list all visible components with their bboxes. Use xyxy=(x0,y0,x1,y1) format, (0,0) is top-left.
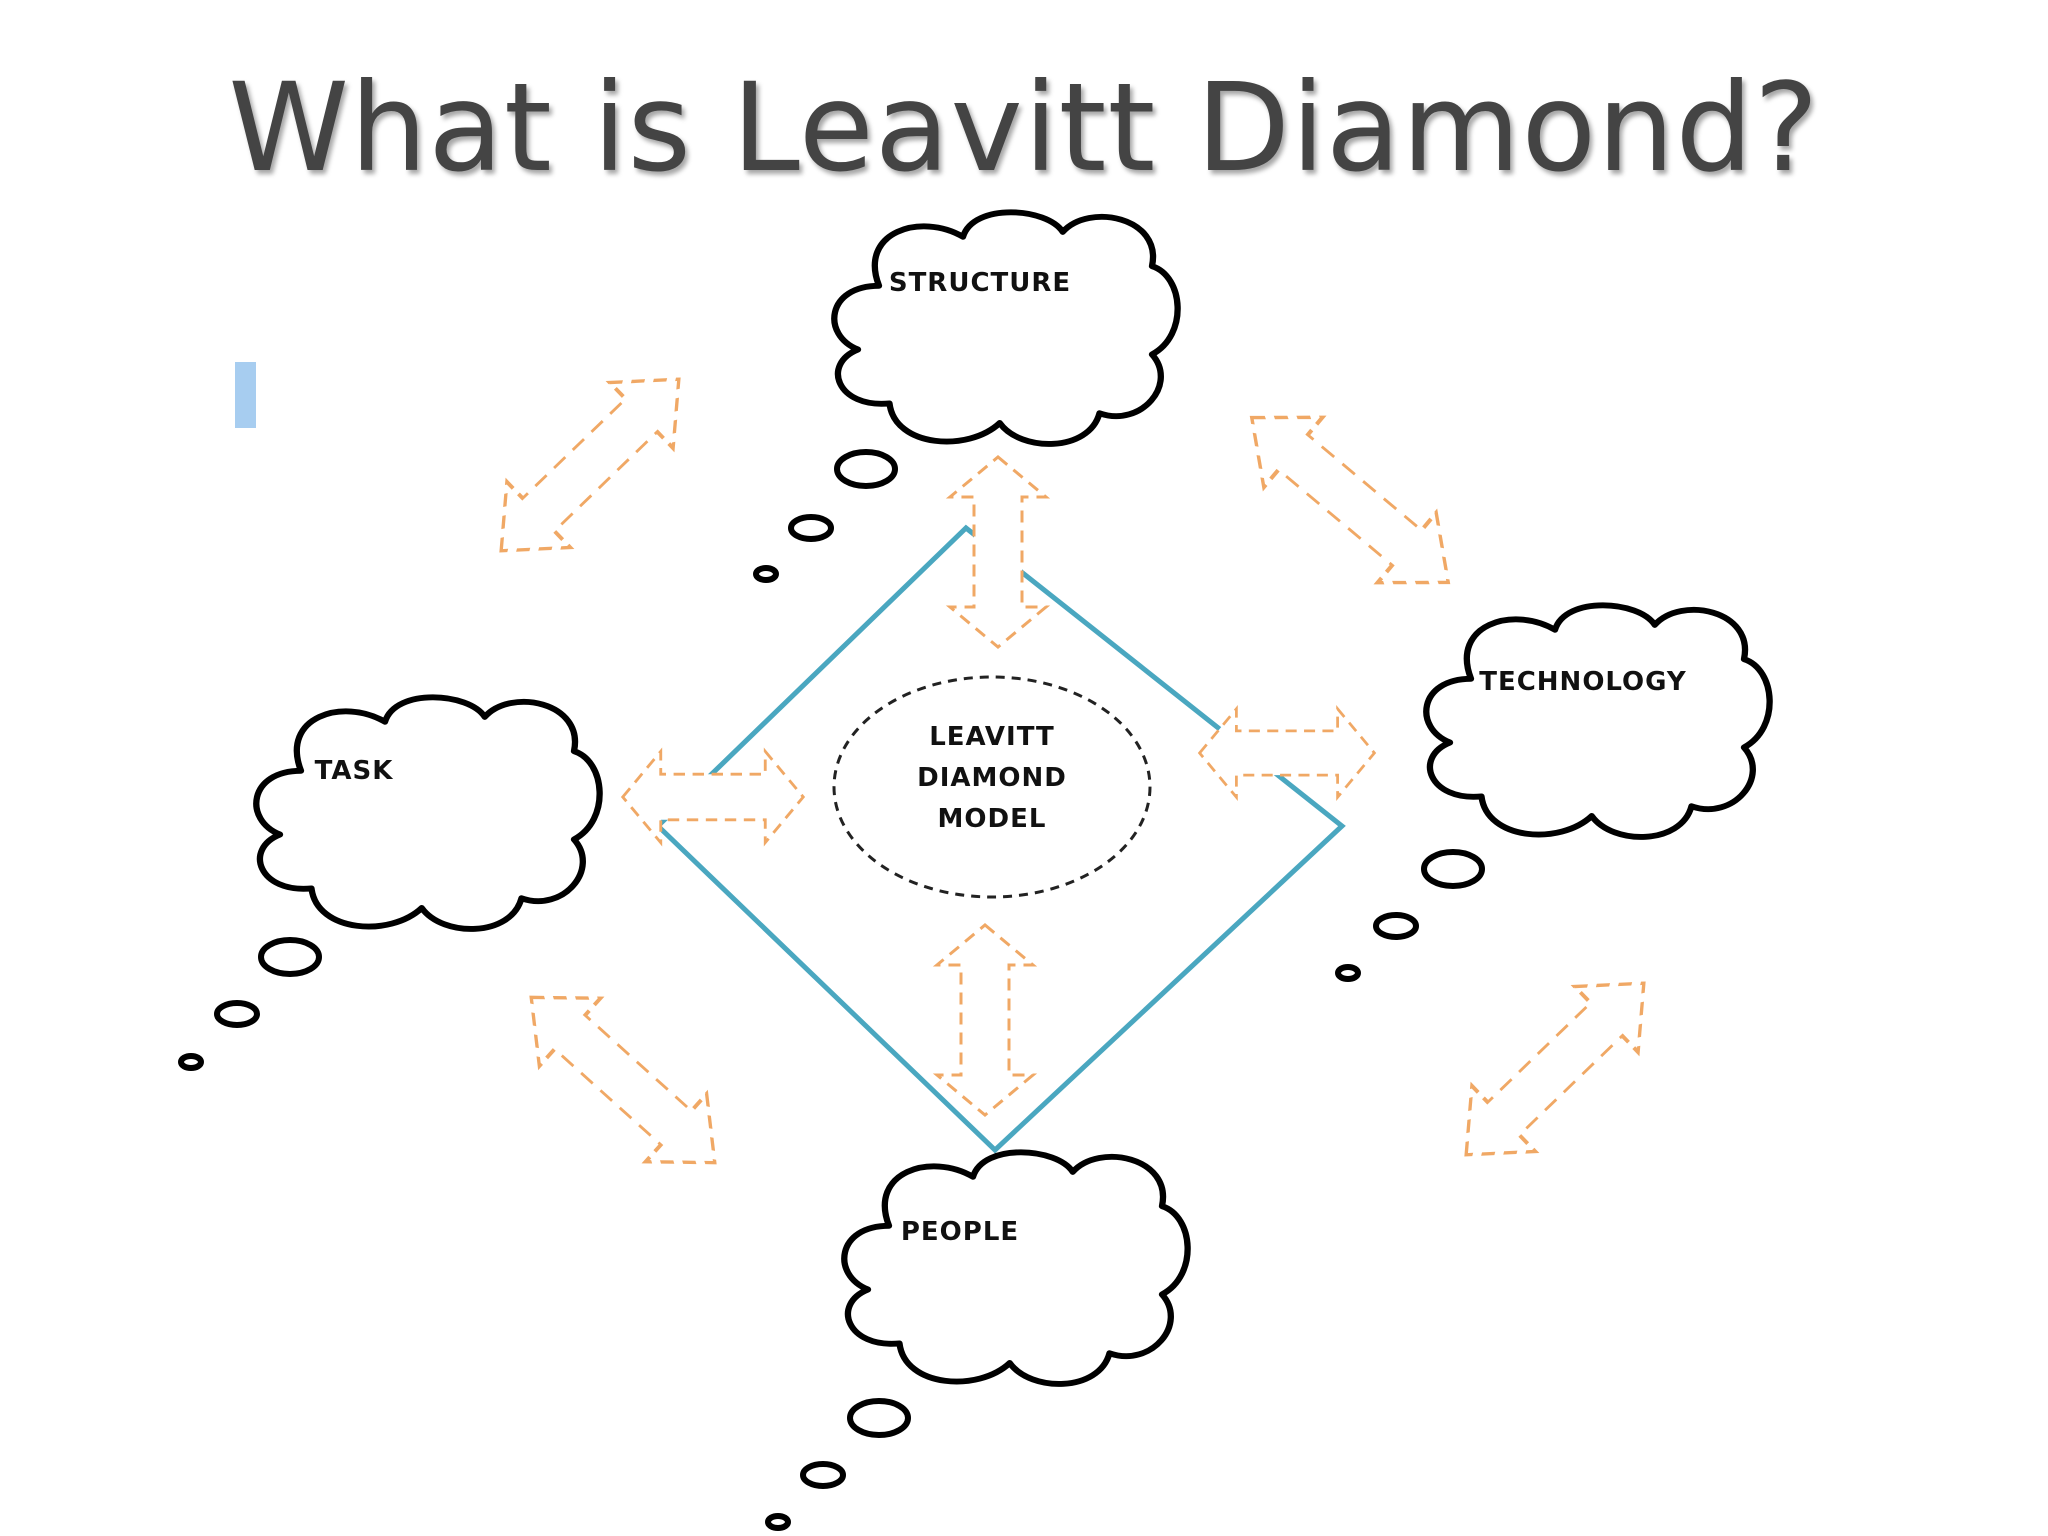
thought-bubble-task-1 xyxy=(258,937,322,977)
bullet-marker xyxy=(235,362,256,428)
thought-bubble-technology-1 xyxy=(1421,849,1485,889)
label-task: TASK xyxy=(315,756,394,786)
thought-bubble-people-2 xyxy=(800,1461,846,1489)
thought-bubble-structure-1 xyxy=(834,449,898,489)
diamond-outline xyxy=(654,524,1346,1154)
cloud-people xyxy=(844,1152,1187,1384)
thought-bubble-task-2 xyxy=(214,1000,260,1028)
cloud-task xyxy=(256,697,599,929)
arrow-task-center xyxy=(621,749,805,845)
arrow-diagonal-bottom-right xyxy=(1432,948,1678,1190)
thought-bubble-structure-2 xyxy=(788,514,834,542)
thought-bubble-people-3 xyxy=(765,1513,791,1531)
center-label-line-1: LEAVITT xyxy=(929,722,1055,752)
thought-bubble-technology-3 xyxy=(1335,964,1361,982)
label-structure: STRUCTURE xyxy=(889,268,1071,298)
center-circle xyxy=(832,675,1152,899)
thought-bubble-task-3 xyxy=(178,1053,204,1071)
cloud-structure xyxy=(834,212,1177,444)
arrow-diagonal-top-right xyxy=(1220,380,1480,620)
thought-bubble-technology-2 xyxy=(1373,912,1419,940)
label-technology: TECHNOLOGY xyxy=(1479,667,1687,697)
center-label-line-2: DIAMOND xyxy=(917,763,1067,793)
label-people: PEOPLE xyxy=(901,1217,1019,1247)
thought-bubble-structure-3 xyxy=(753,565,779,583)
arrow-diagonal-bottom-left xyxy=(498,961,748,1199)
arrow-diagonal-top-left xyxy=(467,344,713,586)
thought-bubble-people-1 xyxy=(847,1398,911,1438)
center-label-line-3: MODEL xyxy=(938,804,1047,834)
slide-title: What is Leavitt Diamond? xyxy=(228,57,1820,199)
arrow-people-center xyxy=(935,923,1035,1117)
cloud-technology xyxy=(1426,605,1769,837)
arrow-structure-center xyxy=(948,455,1048,649)
